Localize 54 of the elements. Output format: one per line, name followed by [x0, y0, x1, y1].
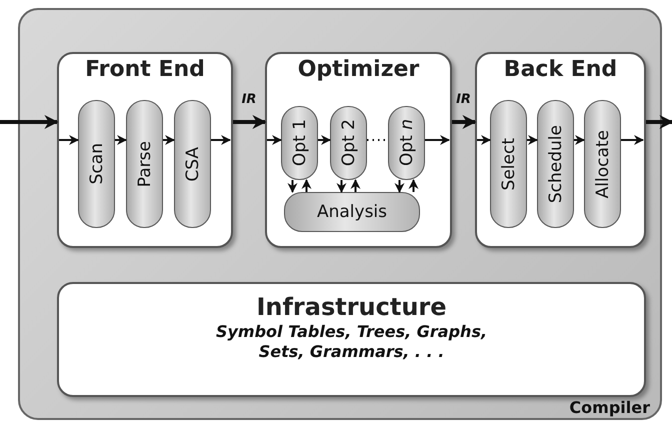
arrow	[163, 135, 175, 145]
pass-label: Opt n	[396, 119, 416, 167]
edge-label: IR	[456, 92, 471, 107]
pass-pill	[330, 106, 367, 180]
arrow	[350, 179, 360, 192]
pass-pill	[537, 100, 574, 228]
arrow	[621, 135, 644, 145]
arrow	[452, 115, 476, 129]
arrow	[574, 135, 585, 145]
pass-label: Schedule	[546, 124, 566, 204]
pass-pill	[284, 192, 420, 232]
phase-panel	[475, 52, 646, 248]
pass-label: Select	[498, 138, 518, 190]
arrow	[233, 115, 266, 129]
arrow	[267, 135, 282, 145]
arrow	[288, 180, 298, 193]
phase-panel	[57, 52, 233, 248]
panel-title: Infrastructure	[256, 294, 447, 320]
arrow	[527, 135, 538, 145]
phase-panel	[57, 282, 646, 397]
pass-pill	[174, 100, 211, 228]
arrow	[394, 180, 404, 193]
panel-title: Front End	[85, 58, 205, 82]
panel-title: Optimizer	[298, 58, 420, 82]
panel-description: Symbol Tables, Trees, Graphs, Sets, Grammars, . . .	[214, 322, 488, 362]
pass-label: Parse	[134, 140, 154, 188]
pass-label: Scan	[86, 143, 106, 185]
pass-label: CSA	[182, 146, 202, 182]
pass-pill	[490, 100, 527, 228]
arrow	[115, 135, 127, 145]
arrow	[211, 135, 231, 145]
arrow	[408, 179, 418, 192]
pass-label: Opt 1	[290, 119, 310, 167]
pass-pill	[126, 100, 163, 228]
arrow	[302, 179, 312, 192]
arrow	[0, 115, 58, 129]
frame-title: Compiler	[569, 398, 650, 417]
pass-pill	[281, 106, 318, 180]
pass-label: Analysis	[316, 202, 388, 222]
arrow	[59, 135, 79, 145]
pass-label: Opt 2	[338, 119, 358, 167]
pass-pill	[584, 100, 621, 228]
arrow	[425, 135, 450, 145]
arrow	[318, 135, 331, 145]
arrow	[646, 115, 672, 129]
pass-pill	[78, 100, 115, 228]
edge-label: IR	[242, 92, 256, 107]
arrow	[477, 135, 491, 145]
pass-pill	[388, 106, 425, 180]
compiler-frame	[18, 8, 662, 420]
pass-label: Allocate	[592, 130, 612, 198]
arrow	[336, 180, 346, 193]
phase-panel	[265, 52, 452, 248]
panel-title: Back End	[504, 58, 618, 82]
